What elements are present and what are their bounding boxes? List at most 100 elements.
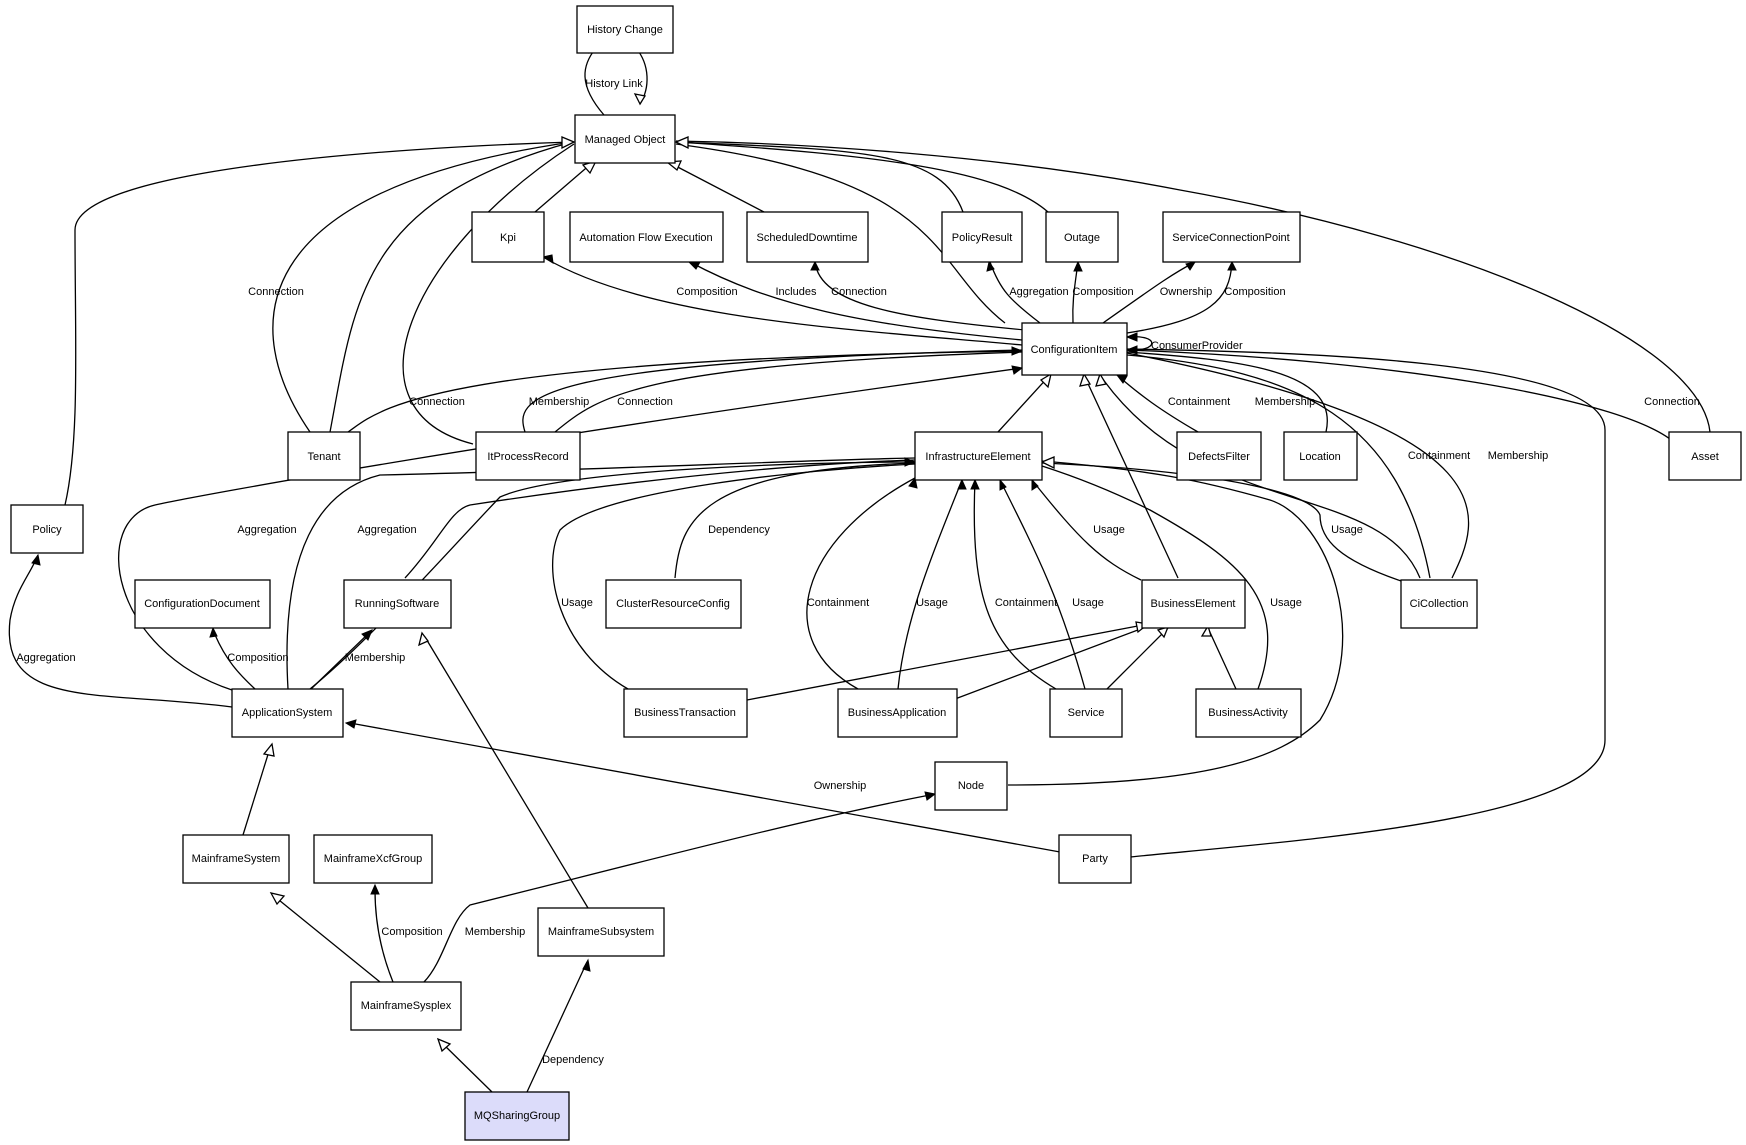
- edge-ci-scp-composition: [1126, 261, 1233, 334]
- node-location[interactable]: Location: [1283, 431, 1358, 481]
- arrowhead-ci-right-1: [1125, 332, 1138, 342]
- node-label: ScheduledDowntime: [757, 232, 858, 244]
- edge-label-afe-includes: Includes: [776, 286, 817, 298]
- edge-cicollection-ci-containment: [1126, 354, 1431, 579]
- node-mainframe-subsystem[interactable]: MainframeSubsystem: [537, 907, 665, 957]
- edge-applicationsystem-ci-aggregation: [117, 367, 1023, 691]
- edge-label-ipr-membership: Membership: [529, 396, 590, 408]
- edge-clusterresource-infra-dependency: [674, 462, 916, 579]
- node-business-transaction[interactable]: BusinessTransaction: [623, 688, 748, 738]
- edge-label-bact-usage: Usage: [1270, 597, 1302, 609]
- generalization-mainframesystem: [269, 892, 286, 906]
- node-application-system[interactable]: ApplicationSystem: [231, 688, 344, 738]
- arrowhead-infra-bottom-5: [1031, 478, 1039, 491]
- node-label: BusinessElement: [1151, 598, 1236, 610]
- arrowhead-application-system: [344, 719, 357, 729]
- edge-businessapplication-businesselement: [954, 624, 1152, 700]
- edge-label-location-membership: Membership: [1255, 396, 1316, 408]
- edge-businesselement-infra-usage: [1031, 479, 1142, 581]
- generalization-managed-object-left: [561, 136, 576, 150]
- edge-label-rs-membership: Membership: [345, 652, 406, 664]
- node-service-connection-point[interactable]: ServiceConnectionPoint: [1162, 211, 1301, 263]
- node-label: Asset: [1691, 451, 1719, 463]
- arrowhead-running-software: [361, 629, 373, 641]
- node-mainframe-system[interactable]: MainframeSystem: [182, 834, 290, 884]
- node-cluster-resource-config[interactable]: ClusterResourceConfig: [605, 579, 742, 629]
- node-mainframe-xcf-group[interactable]: MainframeXcfGroup: [313, 834, 433, 884]
- edge-label-ipr-connection: Connection: [617, 396, 673, 408]
- node-mq-sharing-group[interactable]: MQSharingGroup: [464, 1091, 570, 1141]
- node-it-process-record[interactable]: ItProcessRecord: [475, 431, 581, 481]
- generalization-managed-object-right-2: [674, 136, 689, 150]
- edge-mqsharinggroup-subsystem-dependency: [526, 961, 588, 1093]
- edge-label-defects-containment: Containment: [1168, 396, 1230, 408]
- node-scheduled-downtime[interactable]: ScheduledDowntime: [746, 211, 869, 263]
- arrowhead-node: [924, 791, 937, 801]
- generalization-applicationsystem: [262, 742, 275, 757]
- edge-label-xcf-composition: Composition: [381, 926, 442, 938]
- node-service[interactable]: Service: [1049, 688, 1123, 738]
- edge-sysplex-mainframesystem: [273, 895, 381, 983]
- node-kpi[interactable]: Kpi: [471, 211, 545, 263]
- generalization-history-link: [633, 93, 647, 106]
- node-defects-filter[interactable]: DefectsFilter: [1176, 431, 1262, 481]
- edge-label-tenant-mo-connection: Connection: [248, 286, 304, 298]
- generalization-infra-right: [1040, 456, 1055, 470]
- node-policy[interactable]: Policy: [10, 504, 84, 554]
- edge-businessactivity-infra-usage: [1041, 465, 1269, 690]
- edge-mainframesystem-applicationsystem: [242, 747, 271, 836]
- node-mainframe-sysplex[interactable]: MainframeSysplex: [350, 981, 462, 1031]
- node-label: Tenant: [307, 451, 340, 463]
- node-business-application[interactable]: BusinessApplication: [837, 688, 958, 738]
- node-node[interactable]: Node: [934, 761, 1008, 811]
- node-label: MainframeSysplex: [361, 1000, 452, 1012]
- node-managed-object[interactable]: Managed Object: [574, 114, 676, 164]
- edge-sysplex-node-membership: [423, 794, 931, 983]
- edge-tenant-managed-object-connection: [272, 141, 573, 433]
- node-label: DefectsFilter: [1188, 451, 1250, 463]
- edge-label-be-usage: Usage: [1093, 524, 1125, 536]
- node-ci-collection[interactable]: CiCollection: [1400, 579, 1478, 629]
- edge-service-businesselement: [1106, 627, 1169, 690]
- edge-label-bt-usage: Usage: [561, 597, 593, 609]
- node-configuration-document[interactable]: ConfigurationDocument: [134, 579, 271, 629]
- node-policy-result[interactable]: PolicyResult: [941, 211, 1023, 263]
- node-label: BusinessTransaction: [634, 707, 736, 719]
- edge-applicationsystem-infra-aggregation: [286, 457, 916, 690]
- edge-businesstransaction-businesselement: [746, 624, 1144, 701]
- edge-label-cic-usage: Usage: [1331, 524, 1363, 536]
- node-infrastructure-element[interactable]: InfrastructureElement: [914, 431, 1043, 481]
- arrowhead-infra-bottom-4: [999, 478, 1007, 491]
- node-label: History Change: [587, 24, 663, 36]
- edge-businesselement-ci: [1083, 374, 1179, 579]
- generalization-ci-infra: [1039, 372, 1052, 389]
- node-business-element[interactable]: BusinessElement: [1141, 579, 1246, 629]
- node-asset[interactable]: Asset: [1668, 431, 1742, 481]
- arrowhead-infra-left: [904, 457, 917, 467]
- edge-mainframesubsystem-runningsoftware: [424, 636, 589, 909]
- edge-label-history-link: History Link: [585, 78, 643, 90]
- node-running-software[interactable]: RunningSoftware: [343, 579, 452, 629]
- node-outage[interactable]: Outage: [1045, 211, 1119, 263]
- edge-cicollection-infra-usage: [1041, 462, 1402, 582]
- node-business-activity[interactable]: BusinessActivity: [1195, 688, 1302, 738]
- node-history-change[interactable]: History Change: [576, 5, 674, 54]
- node-label: CiCollection: [1410, 598, 1469, 610]
- node-tenant[interactable]: Tenant: [287, 431, 361, 481]
- edge-itprocessrecord-ci-membership: [522, 349, 1023, 433]
- edge-ci-scheduleddowntime-connection: [814, 261, 1026, 331]
- edge-party-ci: [1126, 348, 1606, 858]
- edge-tenant-managed-object: [329, 141, 573, 433]
- edge-labels: History Link Connection Composition Incl…: [16, 78, 1699, 1066]
- node-label: ConfigurationDocument: [144, 598, 260, 610]
- edge-label-outage-composition: Composition: [1072, 286, 1133, 298]
- node-automation-flow-execution[interactable]: Automation Flow Execution: [569, 211, 724, 263]
- node-party[interactable]: Party: [1058, 834, 1132, 884]
- arrowhead-ci-left-1: [1011, 346, 1024, 356]
- arrowhead-scheduled-downtime: [810, 260, 820, 271]
- node-configuration-item[interactable]: ConfigurationItem: [1021, 322, 1128, 376]
- arrowhead-scp-composition: [1227, 260, 1237, 271]
- edge-infra-ci: [997, 374, 1051, 433]
- generalization-runningsoftware: [418, 631, 430, 647]
